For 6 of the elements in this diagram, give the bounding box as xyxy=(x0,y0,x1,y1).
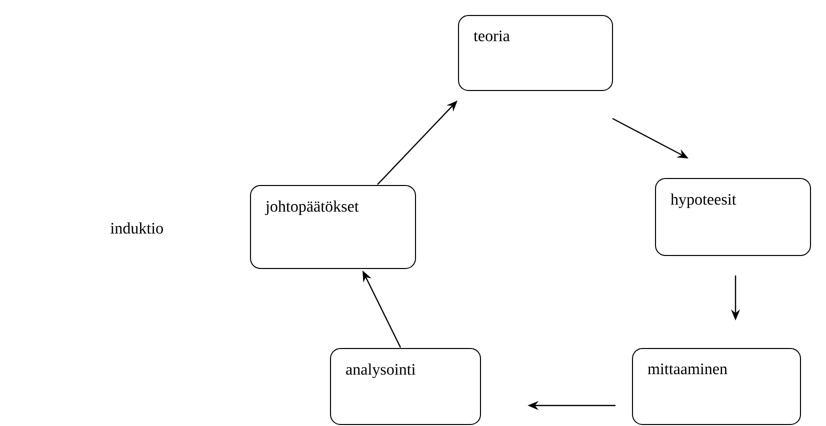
process-box: johtopäätökset xyxy=(250,185,416,269)
side-label: induktio xyxy=(110,222,163,234)
process-box: hypoteesit xyxy=(655,178,811,256)
process-box: mittaaminen xyxy=(632,348,801,425)
process-box: teoria xyxy=(458,15,613,91)
process-box: analysointi xyxy=(330,348,481,425)
